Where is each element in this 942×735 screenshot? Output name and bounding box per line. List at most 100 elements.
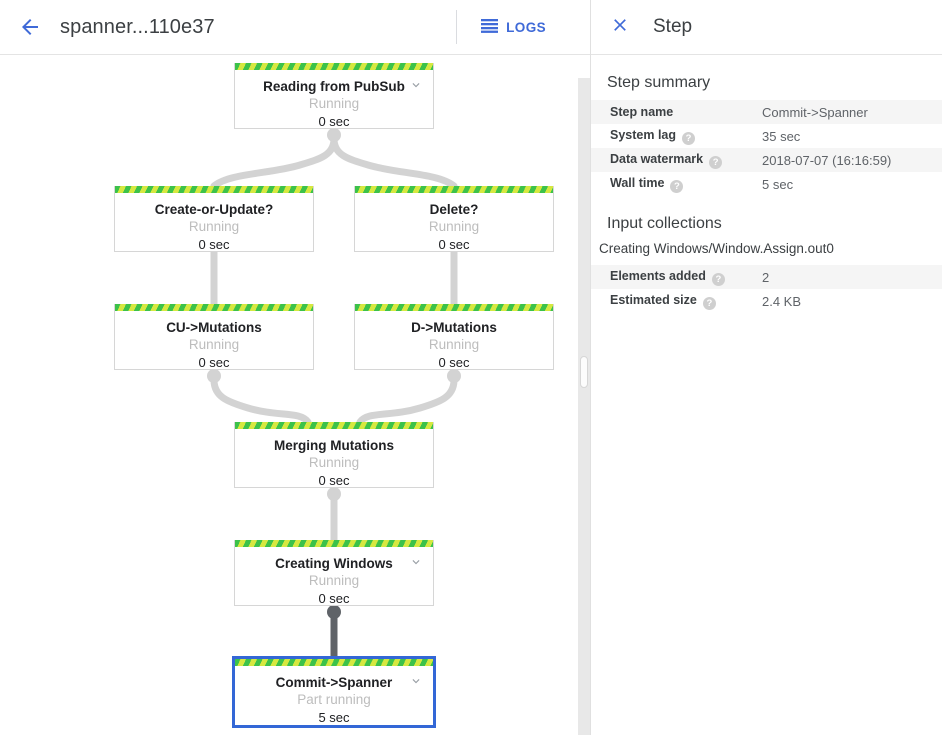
graph-vertical-scrollbar[interactable] <box>578 78 590 735</box>
panel-title: Step <box>653 16 693 37</box>
detail-row-value: 2018-07-07 (16:16:59) <box>762 152 892 168</box>
close-icon <box>610 15 630 40</box>
node-elapsed-time: 0 sec <box>198 355 230 370</box>
detail-row-value: 2 <box>762 269 770 285</box>
scrollbar-thumb[interactable] <box>580 356 588 388</box>
step-panel-header: Step <box>591 0 942 55</box>
graph-edges <box>207 125 461 660</box>
list-icon <box>481 18 499 36</box>
node-title: Commit->Spanner <box>275 675 393 690</box>
detail-row-label: Step name <box>591 100 761 124</box>
detail-row-label-text: Step name <box>610 105 674 119</box>
node-title: Delete? <box>429 202 479 217</box>
node-status-stripe <box>115 186 313 193</box>
help-icon[interactable]: ? <box>670 179 684 193</box>
close-panel-button[interactable] <box>600 7 640 47</box>
detail-row-value: Commit->Spanner <box>762 104 868 120</box>
node-status-stripe <box>235 540 433 547</box>
input-collections-heading: Input collections <box>607 215 722 232</box>
node-elapsed-time: 0 sec <box>318 591 350 606</box>
node-status: Running <box>428 337 480 352</box>
node-title: Merging Mutations <box>274 438 394 453</box>
chevron-down-icon[interactable] <box>409 555 423 569</box>
node-status-stripe <box>355 304 553 311</box>
node-status: Part running <box>297 692 371 707</box>
chevron-down-icon[interactable] <box>409 674 423 688</box>
arrow-back-icon <box>18 15 42 39</box>
help-icon[interactable]: ? <box>711 272 725 286</box>
node-status-stripe <box>355 186 553 193</box>
help-icon[interactable]: ? <box>709 155 723 169</box>
node-title: Reading from PubSub <box>263 79 405 94</box>
detail-row-label-text: Elements added <box>610 268 706 283</box>
step-summary-heading: Step summary <box>607 74 711 91</box>
detail-row: Step name Commit->Spanner <box>591 100 942 124</box>
detail-row: Estimated size?2.4 KB <box>591 289 942 313</box>
detail-row-label: Elements added? <box>591 265 761 289</box>
detail-row-value: 35 sec <box>762 128 801 144</box>
detail-row-label-text: System lag <box>610 127 677 142</box>
page-title: spanner...110e37 <box>60 15 215 38</box>
job-graph-pane: spanner...110e37 LOGS <box>0 0 591 735</box>
detail-row-label: Estimated size? <box>591 289 761 313</box>
detail-row-value: 2.4 KB <box>762 293 802 309</box>
node-title: Creating Windows <box>275 556 393 571</box>
node-elapsed-time: 0 sec <box>438 355 470 370</box>
node-status: Running <box>188 337 240 352</box>
help-icon[interactable]: ? <box>682 131 696 145</box>
detail-row: Data watermark?2018-07-07 (16:16:59) <box>591 148 942 172</box>
detail-row-label: System lag? <box>591 124 761 148</box>
header-divider <box>456 10 458 44</box>
node-status-stripe <box>115 304 313 311</box>
detail-row: Elements added?2 <box>591 265 942 289</box>
node-elapsed-time: 0 sec <box>198 237 230 252</box>
input-collection-name: Creating Windows/Window.Assign.out0 <box>599 241 834 256</box>
node-status-stripe <box>235 63 433 70</box>
detail-row-label: Data watermark? <box>591 148 761 172</box>
graph-node-delete[interactable]: Delete? Running 0 sec <box>354 186 554 252</box>
detail-row-label-text: Wall time <box>610 175 665 190</box>
detail-row: System lag?35 sec <box>591 124 942 148</box>
logs-button[interactable]: LOGS <box>471 12 556 42</box>
chevron-down-icon[interactable] <box>409 78 423 92</box>
detail-row-label-text: Data watermark <box>610 151 704 166</box>
detail-row-value: 5 sec <box>762 176 794 192</box>
node-title: D->Mutations <box>411 320 497 335</box>
detail-row: Wall time?5 sec <box>591 172 942 196</box>
node-elapsed-time: 5 sec <box>318 710 350 725</box>
job-header: spanner...110e37 LOGS <box>0 0 590 55</box>
node-status: Running <box>428 219 480 234</box>
detail-row-label: Wall time? <box>591 172 761 196</box>
node-title: CU->Mutations <box>166 320 262 335</box>
node-status: Running <box>188 219 240 234</box>
back-button[interactable] <box>8 5 52 49</box>
detail-row-label-text: Estimated size <box>610 292 697 307</box>
node-status: Running <box>308 455 360 470</box>
help-icon[interactable]: ? <box>702 296 716 310</box>
logs-button-label: LOGS <box>506 19 546 35</box>
node-elapsed-time: 0 sec <box>318 473 350 488</box>
node-body: Delete? Running 0 sec <box>355 193 553 262</box>
node-status: Running <box>308 96 360 111</box>
node-status: Running <box>308 573 360 588</box>
node-elapsed-time: 0 sec <box>438 237 470 252</box>
